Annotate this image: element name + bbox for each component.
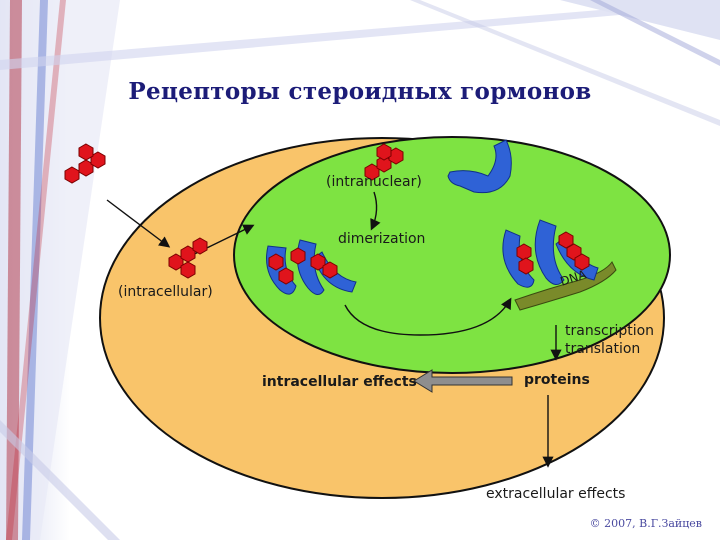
label-intracellular: (intracellular) xyxy=(118,284,213,300)
label-translation: translation xyxy=(565,341,641,357)
receptor-unbound xyxy=(447,139,512,194)
copyright-credit: © 2007, В.Г.Зайцев xyxy=(589,517,702,530)
cell-nucleus xyxy=(233,136,671,374)
proteins-to-effects-arrow xyxy=(413,369,513,393)
label-intracellular-effects: intracellular effects xyxy=(262,374,417,390)
label-proteins: proteins xyxy=(524,372,590,388)
receptor-dimer-dna-bound xyxy=(502,219,599,288)
label-transcription: transcription xyxy=(565,323,655,339)
dna-strand xyxy=(514,261,617,311)
label-dimerization: dimerization xyxy=(338,231,426,247)
receptor-dimer-left xyxy=(266,239,357,295)
slide-title: Рецепторы стероидных гормонов xyxy=(128,78,592,105)
label-intranuclear: (intranuclear) xyxy=(326,174,422,190)
label-extracellular-effects: extracellular effects xyxy=(486,486,626,502)
